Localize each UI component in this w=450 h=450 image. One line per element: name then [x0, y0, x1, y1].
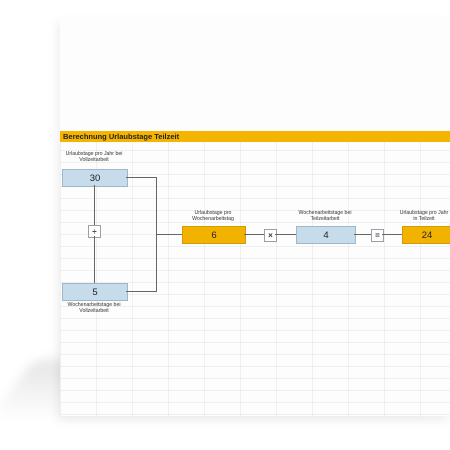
connector-line: [382, 234, 402, 235]
equals-operator: =: [371, 229, 384, 242]
wochenarbeitstage-teilzeit-cell[interactable]: 4: [296, 226, 356, 244]
wochenarbeitstage-teilzeit-label: Wochenarbeitstage bei Teilzeitarbeit: [298, 210, 352, 223]
wochenarbeitstage-vollzeit-label: Wochenarbeitstage bei Vollzeitarbeit: [67, 302, 121, 315]
urlaubstage-pro-wochenarbeitstag-label: Urlaubstage pro Wochenarbeitstag: [192, 210, 234, 223]
urlaubstage-teilzeit-cell: 24: [402, 226, 450, 244]
urlaubstage-pro-wochenarbeitstag-cell: 6: [182, 226, 246, 244]
connector-line: [126, 291, 156, 292]
sheet-title: Berechnung Urlaubstage Teilzeit: [63, 132, 180, 141]
urlaubstage-teilzeit-label: Urlaubstage pro Jahr in Teilzeit: [399, 210, 449, 223]
divide-operator: ÷: [88, 225, 101, 238]
connector-line: [126, 177, 156, 178]
urlaubstage-vollzeit-cell[interactable]: 30: [62, 169, 128, 187]
wochenarbeitstage-vollzeit-cell[interactable]: 5: [62, 283, 128, 301]
connector-line: [354, 234, 371, 235]
connector-line: [94, 236, 95, 283]
title-banner: [60, 131, 450, 142]
connector-line: [244, 234, 264, 235]
multiply-operator: ×: [264, 229, 277, 242]
spreadsheet-page: Berechnung Urlaubstage Teilzeit Urlaubst…: [60, 18, 450, 416]
connector-line: [275, 234, 296, 235]
connector-line: [156, 234, 182, 235]
urlaubstage-vollzeit-label: Urlaubstage pro Jahr bei Vollzeitarbeit: [65, 151, 123, 164]
connector-line: [94, 185, 95, 225]
